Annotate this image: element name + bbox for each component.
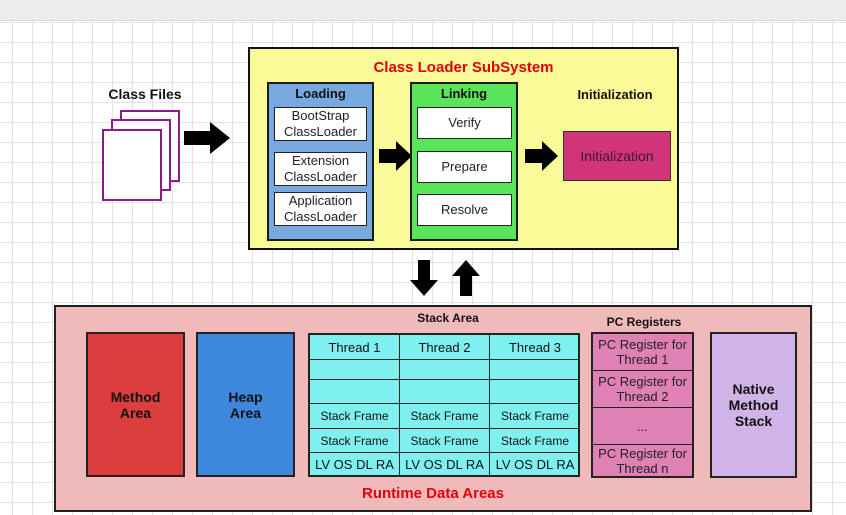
method-area-label: Method Area <box>110 388 161 421</box>
prepare-step: Prepare <box>417 151 512 183</box>
pc-registers-title: PC Registers <box>606 315 682 329</box>
arrow-down-icon <box>410 260 438 296</box>
resolve-step: Resolve <box>417 194 512 226</box>
application-classloader: Application ClassLoader <box>274 192 367 226</box>
pc-register-ellipsis: ... <box>593 408 692 445</box>
pc-register-thread-n: PC Register for Thread n <box>598 445 687 476</box>
stack-empty-cell <box>310 380 400 404</box>
method-area: Method Area <box>86 332 185 477</box>
linking-title: Linking <box>440 86 488 101</box>
stack-locals-cell: LV OS DL RA <box>310 453 400 475</box>
window-top-bar <box>0 0 846 21</box>
arrow-right-icon <box>379 141 412 171</box>
initialization-box: Initialization <box>563 131 671 181</box>
thread-2-header: Thread 2 <box>400 335 490 360</box>
stack-frame-cell: Stack Frame <box>490 404 580 429</box>
bootstrap-classloader: BootStrap ClassLoader <box>274 107 367 141</box>
native-method-stack: Native Method Stack <box>710 332 797 478</box>
initialization-title: Initialization <box>577 87 653 102</box>
stack-empty-cell <box>490 380 580 404</box>
stack-frame-cell: Stack Frame <box>310 429 400 453</box>
pc-register-thread-1: PC Register for Thread 1 <box>593 334 692 371</box>
subsystem-title: Class Loader SubSystem <box>373 59 554 76</box>
loading-phase: Loading BootStrap ClassLoader Extension … <box>267 82 374 241</box>
stack-empty-cell <box>400 380 490 404</box>
extension-classloader: Extension ClassLoader <box>274 152 367 186</box>
arrow-right-icon <box>525 141 558 171</box>
stack-empty-cell <box>400 360 490 380</box>
class-files-label: Class Files <box>108 86 182 102</box>
stack-area: Thread 1 Thread 2 Thread 3 Stack Frame S… <box>308 333 580 477</box>
heap-area-label: Heap Area <box>228 388 263 421</box>
heap-area: Heap Area <box>196 332 295 477</box>
stack-frame-cell: Stack Frame <box>310 404 400 429</box>
pc-register-thread-2: PC Register for Thread 2 <box>593 371 692 408</box>
stack-frame-cell: Stack Frame <box>400 429 490 453</box>
loading-title: Loading <box>295 86 346 101</box>
stack-locals-cell: LV OS DL RA <box>400 453 490 475</box>
stack-locals-cell: LV OS DL RA <box>495 456 575 472</box>
stack-empty-cell <box>490 360 580 380</box>
stack-empty-cell <box>310 360 400 380</box>
linking-phase: Linking Verify Prepare Resolve <box>410 82 518 241</box>
stack-frame-cell: Stack Frame <box>490 429 580 453</box>
class-file-sheet <box>102 129 162 201</box>
runtime-title: Runtime Data Areas <box>362 485 504 502</box>
thread-1-header: Thread 1 <box>310 335 400 360</box>
arrow-right-icon <box>184 122 230 154</box>
stack-area-title: Stack Area <box>417 311 479 325</box>
native-method-stack-label: Native Method Stack <box>728 381 779 429</box>
thread-3-header: Thread 3 <box>490 335 580 360</box>
pc-registers: PC Register for Thread 1 PC Register for… <box>591 332 694 478</box>
stack-frame-cell: Stack Frame <box>400 404 490 429</box>
arrow-up-icon <box>452 260 480 296</box>
verify-step: Verify <box>417 107 512 139</box>
